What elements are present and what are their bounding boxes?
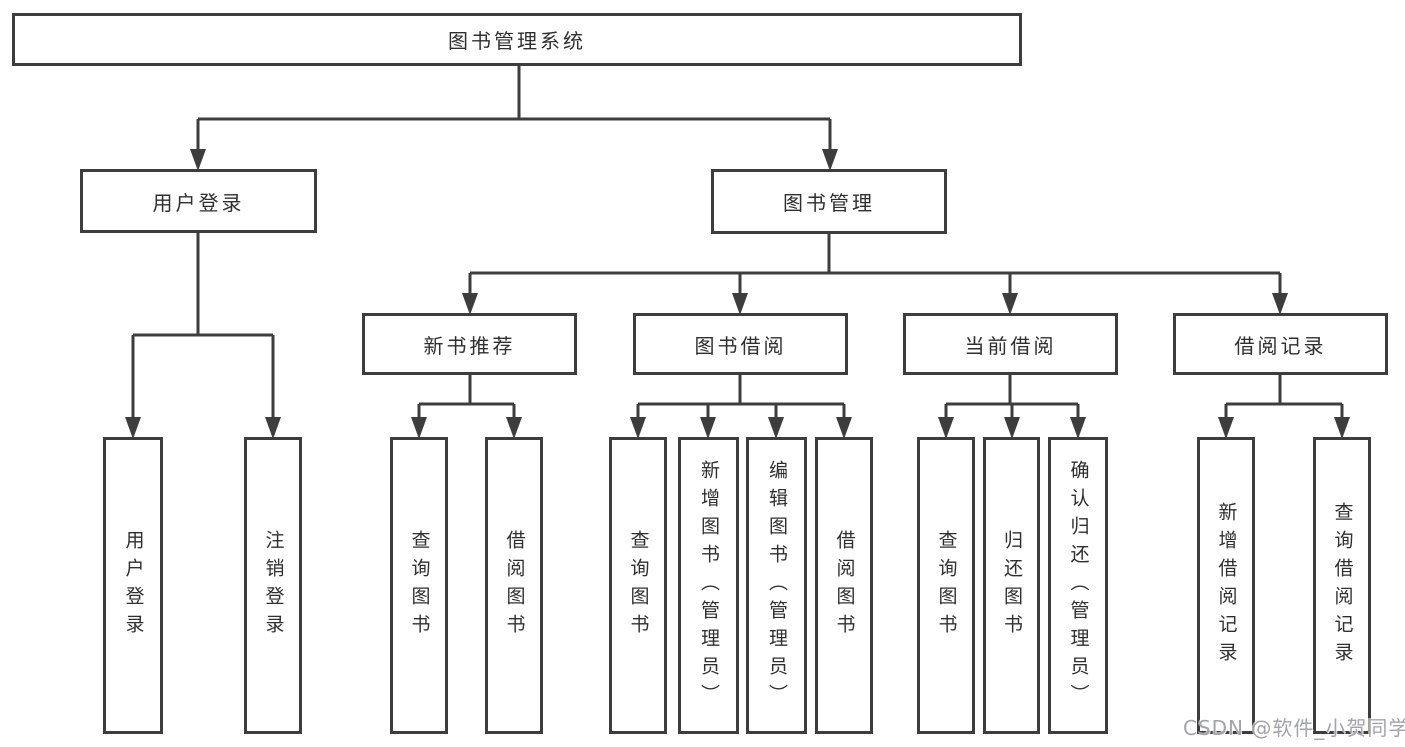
leaf-confirm-return-admin: 确认归还（管理员） bbox=[1048, 437, 1108, 734]
node-new-book-recommend-label: 新书推荐 bbox=[423, 333, 516, 358]
leaf-query-books-3: 查询图书 bbox=[917, 437, 975, 734]
connector-book-management bbox=[470, 233, 1280, 275]
connector-user-login bbox=[133, 233, 273, 337]
leaf-add-books-admin: 新增图书（管理员） bbox=[678, 437, 739, 734]
leaf-logout-label: 注销登录 bbox=[262, 529, 285, 642]
node-borrow-records-label: 借阅记录 bbox=[1234, 333, 1327, 358]
leaf-edit-books-admin: 编辑图书（管理员） bbox=[746, 437, 807, 734]
node-book-borrow-label: 图书借阅 bbox=[694, 333, 787, 358]
csdn-watermark: CSDN @软件_小贺同学 bbox=[1183, 716, 1405, 740]
leaf-user-login: 用户登录 bbox=[103, 437, 163, 734]
leaf-query-books-2: 查询图书 bbox=[609, 437, 667, 734]
leaf-borrow-books-2-label: 借阅图书 bbox=[833, 529, 856, 642]
connector-borrow-records bbox=[1226, 375, 1342, 406]
leaf-add-borrow-record-label: 新增借阅记录 bbox=[1215, 501, 1238, 670]
leaf-add-books-admin-label: 新增图书（管理员） bbox=[698, 459, 720, 712]
connector-current-borrow bbox=[946, 375, 1078, 406]
node-user-login: 用户登录 bbox=[80, 169, 317, 233]
leaf-borrow-books-1-label: 借阅图书 bbox=[503, 529, 526, 642]
leaf-query-books-1: 查询图书 bbox=[390, 437, 448, 734]
leaf-confirm-return-admin-label: 确认归还（管理员） bbox=[1067, 459, 1090, 712]
node-new-book-recommend: 新书推荐 bbox=[362, 313, 577, 375]
connector-root bbox=[198, 66, 830, 121]
leaf-return-books: 归还图书 bbox=[983, 437, 1040, 734]
leaf-query-borrow-record-label: 查询借阅记录 bbox=[1331, 501, 1354, 670]
leaf-borrow-books-2: 借阅图书 bbox=[815, 437, 873, 734]
node-current-borrow-label: 当前借阅 bbox=[964, 333, 1057, 358]
leaf-query-borrow-record: 查询借阅记录 bbox=[1313, 437, 1371, 734]
node-root-system: 图书管理系统 bbox=[12, 13, 1022, 66]
connector-new-book bbox=[419, 375, 514, 406]
node-current-borrow: 当前借阅 bbox=[903, 313, 1118, 375]
connector-book-borrow bbox=[638, 375, 844, 406]
node-book-management: 图书管理 bbox=[711, 169, 947, 234]
leaf-edit-books-admin-label: 编辑图书（管理员） bbox=[766, 459, 788, 712]
node-root-label: 图书管理系统 bbox=[448, 29, 586, 53]
leaf-query-books-3-label: 查询图书 bbox=[935, 529, 958, 642]
leaf-logout: 注销登录 bbox=[244, 437, 302, 734]
leaf-borrow-books-1: 借阅图书 bbox=[485, 437, 543, 734]
node-borrow-records: 借阅记录 bbox=[1173, 313, 1388, 375]
node-user-login-label: 用户登录 bbox=[152, 190, 245, 215]
leaf-query-books-2-label: 查询图书 bbox=[627, 529, 650, 642]
leaf-return-books-label: 归还图书 bbox=[1001, 529, 1023, 642]
leaf-query-books-1-label: 查询图书 bbox=[408, 529, 431, 642]
node-book-management-label: 图书管理 bbox=[783, 191, 875, 215]
leaf-user-login-label: 用户登录 bbox=[122, 529, 145, 642]
leaf-add-borrow-record: 新增借阅记录 bbox=[1197, 437, 1255, 734]
node-book-borrow: 图书借阅 bbox=[633, 313, 848, 375]
